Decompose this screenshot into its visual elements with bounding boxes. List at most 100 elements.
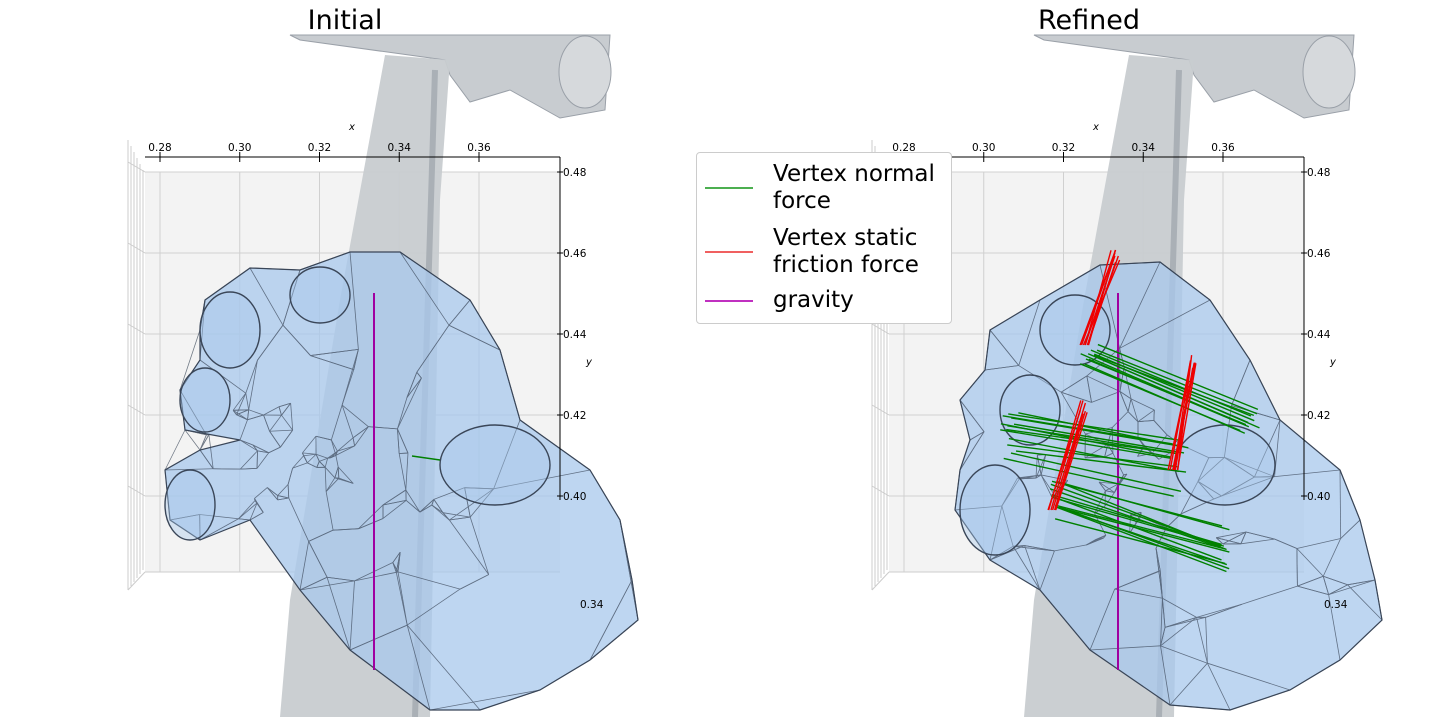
mesh-edge [1224,457,1275,477]
mesh-edge [1086,347,1120,377]
legend-swatch [705,187,753,189]
mesh-edge [448,299,471,326]
mesh-edge [299,251,351,271]
mesh-edge [292,462,308,469]
friction-force-arrow [1177,355,1193,471]
mesh-edge [232,392,247,411]
mesh-edge [959,439,971,471]
mesh-edge [337,466,340,479]
mesh-edge [1024,545,1055,552]
mesh-edge [248,360,258,410]
mesh-edge [419,499,435,513]
mesh-edge [1159,261,1211,301]
mesh-edge [1105,483,1119,492]
mesh-edge [959,431,985,471]
legend-label: Vertex normal force [773,161,935,214]
mesh-edge [299,541,310,591]
mesh-edge [1119,261,1161,349]
mesh-edge [382,489,407,506]
x-tick-label: 0.34 [1132,142,1156,154]
mesh-edge [1240,538,1275,545]
mesh-edge [288,497,309,542]
normal-force-arrow [1051,495,1222,561]
mesh-edge [431,499,435,506]
mesh-edge [179,329,201,391]
mesh-edge [1019,474,1042,480]
mesh-edge [405,489,421,513]
mesh-edge [1095,534,1106,541]
mesh-edge [433,499,444,513]
mesh-edge [1117,473,1128,485]
y-tick-label: 0.44 [563,329,587,341]
mesh-edge [469,488,494,518]
mesh-edge [1112,411,1129,428]
mesh-edge [448,324,501,351]
mesh-edge [989,505,1003,561]
mesh-edge [1162,597,1197,618]
mesh-edge [257,324,284,361]
mesh-edge [1245,531,1275,540]
mesh-edge [1155,548,1160,572]
mesh-edge [1036,455,1042,476]
x-tick-label: 0.28 [892,142,915,154]
mesh-edge [1012,546,1041,591]
mesh-edge [1221,476,1255,497]
mesh-edge [406,377,422,398]
mesh-edge [1169,704,1231,711]
mesh-edge [239,439,258,452]
mesh-edge [469,299,501,351]
mesh-edge [315,453,328,459]
mesh-edge [1196,603,1243,618]
mesh-edge [397,571,461,590]
mesh-edges [164,251,639,711]
legend-swatch [705,299,753,302]
mesh-edge [1374,579,1383,621]
mesh-edge [1297,585,1329,595]
mesh-edge [405,500,421,513]
y-tick-label: 0.42 [563,410,586,422]
mesh-edge [238,500,256,520]
mesh-edge [416,324,450,373]
mesh-edge [333,528,359,531]
mesh-edge [959,399,985,432]
mesh-edge [184,429,210,436]
mesh-edge [303,453,317,457]
mesh-edge [1086,537,1104,546]
x-axis-label: x [1092,122,1099,133]
mesh-edge [1039,550,1055,591]
mesh-edge [398,453,407,491]
mesh-edge [1040,454,1047,476]
finger-mesh [439,424,551,506]
mesh-edge [1197,481,1215,500]
mesh-edge [493,419,521,489]
mesh-edge [431,504,450,521]
finger-mesh [289,266,351,324]
x-tick-label: 0.32 [1052,142,1075,154]
mesh-edge [1119,391,1132,400]
legend-label: gravity [773,287,854,313]
mesh-edge [1213,495,1222,500]
mesh-edge [1086,539,1096,546]
mesh-edge [310,355,354,370]
mesh-edge [184,429,201,451]
mesh-edge [493,469,591,490]
mesh-edge [330,404,343,441]
mesh-edge [330,439,338,452]
mesh-edge [1098,481,1115,493]
mesh-edge [1018,299,1041,366]
mesh-edge [281,414,293,431]
mesh-edge [984,329,991,371]
mesh-edge [245,360,258,394]
mesh-edge [954,505,1002,511]
mesh-edge [233,409,249,411]
mesh-edge [1001,478,1020,507]
mesh-edge [307,462,317,468]
mesh-edge [1114,570,1161,590]
friction-force-arrow [1087,261,1117,346]
mesh-edge [397,397,408,429]
mesh-edge [349,251,359,350]
mesh-edge [464,487,494,490]
mesh-edge [406,372,418,398]
mesh-edge [1153,420,1168,436]
